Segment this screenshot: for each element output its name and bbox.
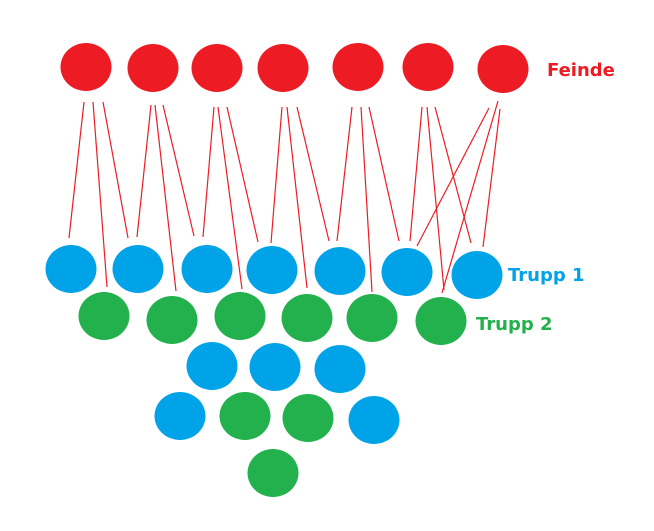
attack-line [162,104,195,237]
attack-line [426,106,445,291]
attack-line [68,101,85,239]
squad2-unit [281,294,333,342]
squad2-unit [78,292,130,340]
attack-line [434,106,472,244]
attack-line [360,106,373,293]
squad1-unit [249,343,301,391]
squad1-unit [112,245,164,293]
enemy-unit [257,44,309,92]
attack-line [202,106,215,238]
enemy-unit [402,43,454,91]
attack-line [102,101,129,239]
attack-line [154,104,177,292]
attack-line [409,106,423,242]
attack-line [441,100,499,294]
attack-line [270,106,283,244]
squad2-unit [219,392,271,440]
squad2-unit [146,296,198,344]
attack-line [482,108,501,248]
attack-line [92,101,108,288]
squad1-unit [246,246,298,294]
squad1-unit [181,245,233,293]
squad1-unit [314,247,366,295]
squad2-unit [247,449,299,497]
squad2-unit [346,294,398,342]
squad2-unit [415,297,467,345]
enemy-unit [60,43,112,91]
enemies-label: Feinde [547,60,615,81]
attack-line [336,106,353,242]
attack-line [226,106,259,243]
squad1-unit [314,345,366,393]
attack-line [286,106,308,289]
squad1-unit [348,396,400,444]
squad2-unit [214,292,266,340]
squad1-unit [186,342,238,390]
squad1-unit [451,251,503,299]
squad2-label: Trupp 2 [476,314,553,335]
enemy-unit [477,45,529,93]
squad1-unit [45,245,97,293]
attack-lines [68,100,501,294]
enemy-unit [332,43,384,91]
squad2-unit [282,394,334,442]
squad1-label: Trupp 1 [508,265,585,286]
attack-line [416,107,490,247]
attack-line [368,106,400,242]
enemy-unit [127,44,179,92]
attack-line [296,106,330,242]
attack-line [217,106,243,290]
units [45,43,529,497]
squad1-unit [381,248,433,296]
enemy-unit [191,44,243,92]
squad1-unit [154,392,206,440]
attack-line [136,104,152,238]
